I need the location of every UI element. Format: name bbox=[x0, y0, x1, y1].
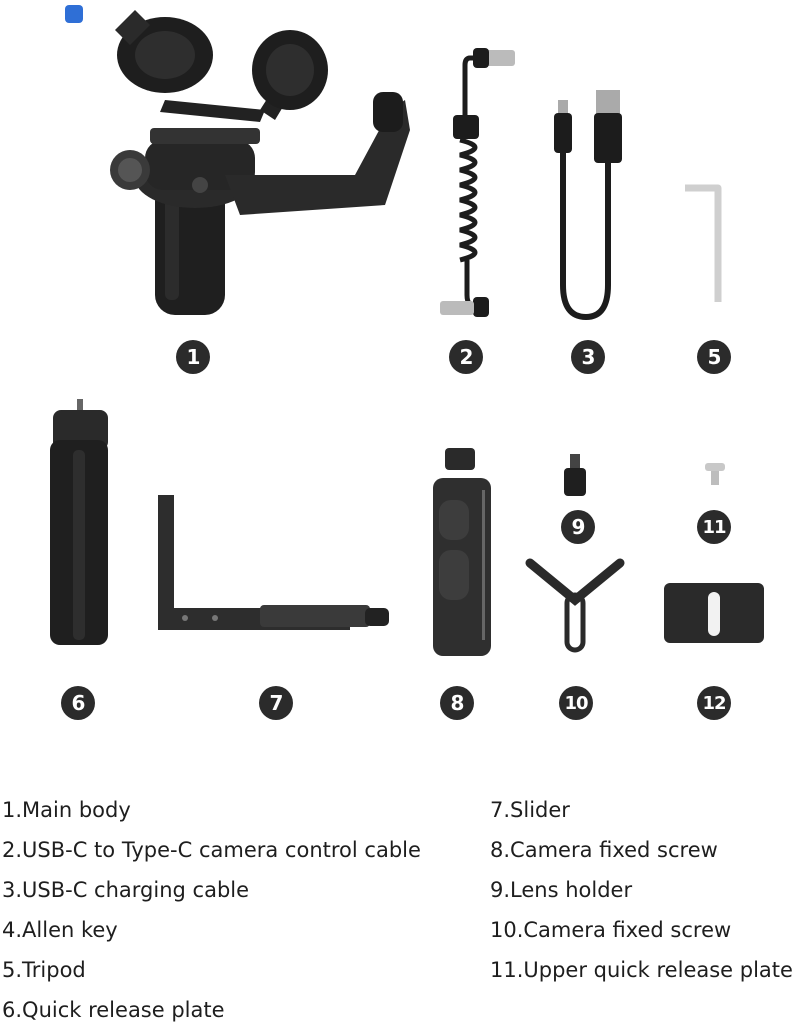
item-badge-1: 1 bbox=[176, 340, 210, 374]
legend-item: 9.Lens holder bbox=[490, 878, 633, 902]
item-badge-6: 6 bbox=[61, 686, 95, 720]
legend-item: 8.Camera fixed screw bbox=[490, 838, 718, 862]
legend-right: 7.Slider 8.Camera fixed screw 9.Lens hol… bbox=[490, 790, 793, 990]
lens-holder-image bbox=[564, 454, 586, 496]
gimbal-main-body-image bbox=[65, 5, 410, 315]
allen-key-image bbox=[685, 184, 722, 302]
item-badge-8: 8 bbox=[440, 686, 474, 720]
quick-release-plate-image bbox=[158, 495, 389, 630]
legend-item: 1.Main body bbox=[2, 798, 131, 822]
item-badge-2: 2 bbox=[449, 340, 483, 374]
charging-cable-image bbox=[554, 90, 622, 321]
upper-plate-image bbox=[664, 583, 764, 643]
small-screw-image bbox=[705, 463, 725, 485]
item-badge-12: 12 bbox=[697, 686, 731, 720]
slider-image bbox=[433, 448, 491, 656]
item-badge-5: 5 bbox=[697, 340, 731, 374]
item-badge-3: 3 bbox=[571, 340, 605, 374]
item-badge-10: 10 bbox=[559, 686, 593, 720]
legend-item: 2.USB-C to Type-C camera control cable bbox=[2, 838, 421, 862]
legend-item: 10.Camera fixed screw bbox=[490, 918, 732, 942]
control-cable-image bbox=[440, 48, 515, 317]
legend-item: 6.Quick release plate bbox=[2, 998, 225, 1022]
tripod-image bbox=[50, 399, 108, 645]
legend-item: 4.Allen key bbox=[2, 918, 118, 942]
camera-support-image bbox=[525, 558, 625, 653]
item-badge-7: 7 bbox=[259, 686, 293, 720]
legend-left: 1.Main body 2.USB-C to Type-C camera con… bbox=[2, 790, 421, 1030]
legend-item: 11.Upper quick release plate bbox=[490, 958, 793, 982]
item-badge-11: 11 bbox=[697, 510, 731, 544]
legend-item: 5.Tripod bbox=[2, 958, 86, 982]
item-badge-9: 9 bbox=[561, 510, 595, 544]
legend-item: 7.Slider bbox=[490, 798, 570, 822]
legend-item: 3.USB-C charging cable bbox=[2, 878, 250, 902]
